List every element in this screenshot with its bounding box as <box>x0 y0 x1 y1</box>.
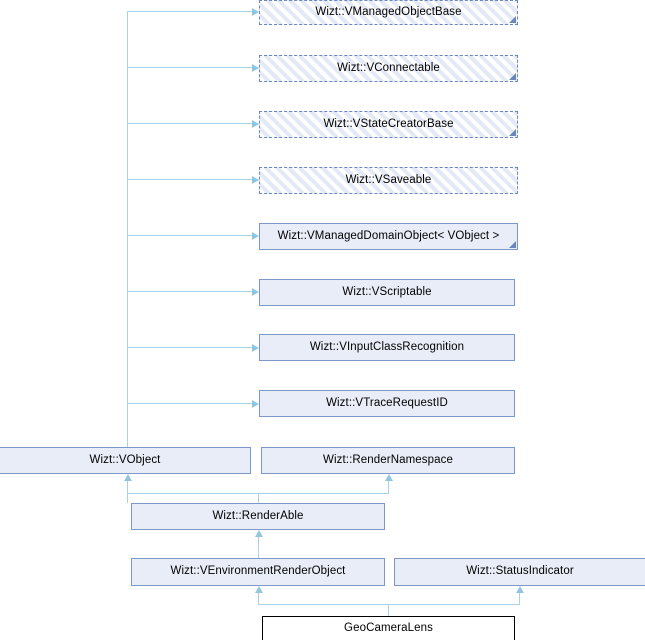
arrowhead-renderable <box>255 530 263 537</box>
arrowhead-vtracerequestid <box>252 400 259 408</box>
node-label: Wizt::VEnvironmentRenderObject <box>170 565 346 578</box>
node-label: Wizt::VConnectable <box>337 61 440 74</box>
node-venvironmentrenderobject[interactable]: Wizt::VEnvironmentRenderObject <box>131 558 385 586</box>
node-label: Wizt::VManagedDomainObject< VObject > <box>277 229 500 242</box>
edge-vobject-vstatecreatorbase <box>127 123 253 124</box>
node-renderable[interactable]: Wizt::RenderAble <box>131 503 385 530</box>
node-vobject[interactable]: Wizt::VObject <box>0 447 251 474</box>
edge-vobject-vinputclassrecognition <box>127 347 253 348</box>
edge-renderable-up-to-vobject <box>127 481 128 503</box>
arrowhead-vobject <box>124 474 132 481</box>
arrowhead-venvironmentrenderobject <box>255 586 263 593</box>
node-label: Wizt::RenderAble <box>212 509 304 522</box>
node-label: Wizt::RenderNamespace <box>323 453 453 466</box>
node-label: Wizt::VStateCreatorBase <box>323 117 454 130</box>
node-label: Wizt::VObject <box>89 453 161 466</box>
edge-geocameralens-up-to-statusindicator <box>519 592 520 604</box>
node-vinputclassrecognition[interactable]: Wizt::VInputClassRecognition <box>259 334 515 361</box>
node-label: Wizt::StatusIndicator <box>466 565 574 578</box>
edge-vobject-vsaveable <box>127 179 253 180</box>
edge-vobject-vtracerequestid <box>127 403 253 404</box>
edge-trunk-vobject <box>127 11 128 447</box>
node-statusindicator[interactable]: Wizt::StatusIndicator <box>394 558 645 586</box>
edge-renderable-up-to-rendernamespace <box>388 481 389 493</box>
arrowhead-vstatecreatorbase <box>252 120 259 128</box>
node-vtracerequestid[interactable]: Wizt::VTraceRequestID <box>259 390 515 417</box>
node-geocameralens[interactable]: GeoCameraLens <box>262 616 515 640</box>
node-label: Wizt::VSaveable <box>345 173 432 186</box>
node-vstatecreatorbase[interactable]: Wizt::VStateCreatorBase <box>259 111 518 138</box>
node-label: GeoCameraLens <box>344 621 433 634</box>
corner-marker-icon <box>509 241 516 248</box>
arrowhead-vmanageddomainobject <box>252 232 259 240</box>
corner-marker-icon <box>509 16 516 23</box>
node-label: Wizt::VTraceRequestID <box>326 396 448 409</box>
edge-vobject-vmanagedobjectbase <box>127 11 253 12</box>
arrowhead-vinputclassrecognition <box>252 344 259 352</box>
arrowhead-vsaveable <box>252 176 259 184</box>
node-rendernamespace[interactable]: Wizt::RenderNamespace <box>261 447 515 474</box>
edge-geocameralens-stem-up <box>388 604 389 616</box>
node-label: Wizt::VManagedObjectBase <box>315 5 462 18</box>
node-vmanageddomainobject[interactable]: Wizt::VManagedDomainObject< VObject > <box>259 223 518 250</box>
node-vconnectable[interactable]: Wizt::VConnectable <box>259 55 518 82</box>
node-vsaveable[interactable]: Wizt::VSaveable <box>259 167 518 194</box>
arrowhead-statusindicator <box>516 586 524 593</box>
arrowhead-vmanagedobjectbase <box>252 8 259 16</box>
edge-rail-geocameralens-parents <box>258 604 520 605</box>
edge-vobject-vconnectable <box>127 67 253 68</box>
edge-vobject-vmanageddomainobject <box>127 235 253 236</box>
node-label: Wizt::VInputClassRecognition <box>309 340 465 353</box>
arrowhead-vscriptable <box>252 288 259 296</box>
node-label: Wizt::VScriptable <box>342 285 432 298</box>
arrowhead-vconnectable <box>252 64 259 72</box>
edge-vobject-vscriptable <box>127 291 253 292</box>
edge-geocameralens-up-to-venvironmentrenderobject <box>258 592 259 604</box>
node-vmanagedobjectbase[interactable]: Wizt::VManagedObjectBase <box>259 0 518 25</box>
edge-renderable-stem-up <box>258 493 259 503</box>
node-vscriptable[interactable]: Wizt::VScriptable <box>259 279 515 306</box>
edge-venvironmentrenderobject-to-renderable <box>258 536 259 558</box>
corner-marker-icon <box>509 129 516 136</box>
arrowhead-rendernamespace <box>385 474 393 481</box>
corner-marker-icon <box>509 73 516 80</box>
